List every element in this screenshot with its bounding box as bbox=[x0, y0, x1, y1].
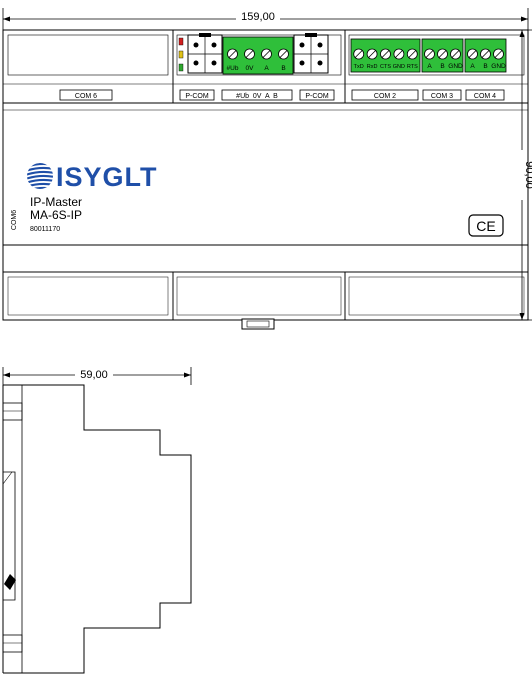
com4-terminal-label: A bbox=[470, 63, 475, 70]
com6-label: COM 6 bbox=[75, 93, 97, 100]
label-strip: COM 6 P-COM #Ub 0V A B P-COM COM 2 COM 3… bbox=[59, 89, 505, 101]
com3-screw-slot bbox=[425, 50, 434, 58]
device-title: IP-Master bbox=[30, 195, 82, 209]
com4-terminal-label: B bbox=[483, 63, 487, 70]
isyglt-logo: ISYGLT bbox=[27, 162, 158, 192]
depth-dimension: 59,00 bbox=[2, 367, 192, 385]
bus-terminal-label: A bbox=[264, 65, 269, 72]
depth-label: 59,00 bbox=[80, 369, 108, 381]
front-panel: ISYGLT IP-Master MA-6S-IP 80011170 COM6 … bbox=[2, 102, 529, 246]
com3-label: COM 3 bbox=[431, 93, 453, 100]
com3-screw-slot bbox=[438, 50, 447, 58]
bus-terminal-label: B bbox=[281, 65, 285, 72]
com2-label: COM 2 bbox=[374, 93, 396, 100]
ce-mark: CE bbox=[468, 214, 504, 237]
status-leds bbox=[178, 37, 184, 72]
width-dimension: 159,00 bbox=[2, 8, 529, 30]
com4-screw-slot bbox=[481, 50, 490, 58]
din-rail-clip bbox=[241, 318, 275, 330]
com3-screw-slot bbox=[451, 50, 460, 58]
com2-screw-slot bbox=[408, 50, 417, 58]
pcom-connector-1 bbox=[187, 33, 223, 74]
logo-globe-icon bbox=[27, 163, 53, 189]
bus-terminal-label: #Ub bbox=[227, 65, 239, 72]
com3-terminal-block: A B GND bbox=[421, 38, 464, 73]
brand-name: ISYGLT bbox=[56, 162, 158, 192]
pcom-connector-2 bbox=[293, 33, 329, 74]
device-model: MA-6S-IP bbox=[30, 208, 82, 222]
com2-screw-slot bbox=[354, 50, 363, 58]
com2-terminal-label: TxD bbox=[354, 64, 364, 70]
pcom-label-1: P-COM bbox=[185, 93, 209, 100]
width-label: 159,00 bbox=[241, 11, 275, 23]
com3-terminal-label: B bbox=[440, 63, 444, 70]
bus-screw-slot bbox=[228, 50, 237, 58]
com3-terminal-label: GND bbox=[448, 63, 463, 70]
lower-compartments bbox=[2, 244, 529, 321]
com2-terminal-label: GND bbox=[393, 64, 405, 70]
led-green bbox=[178, 63, 184, 72]
led-yellow bbox=[178, 50, 184, 59]
bus-terminal-label: 0V bbox=[246, 65, 255, 72]
com3-terminal-label: A bbox=[427, 63, 432, 70]
height-dimension: 90,00 bbox=[514, 29, 532, 321]
com2-screw-slot bbox=[368, 50, 376, 58]
com4-terminal-block: A B GND bbox=[464, 38, 507, 73]
com2-terminal-label: RxD bbox=[367, 64, 378, 70]
com2-terminal-label: CTS bbox=[380, 64, 391, 70]
com4-screw-slot bbox=[468, 50, 477, 58]
bus-terminal-block: #Ub 0V A B bbox=[222, 36, 294, 75]
bus-screw-slot bbox=[279, 50, 288, 58]
ce-text: CE bbox=[476, 218, 495, 234]
bus-terminal-label: #Ub 0V A B bbox=[236, 93, 278, 100]
led-red bbox=[178, 37, 184, 46]
com2-screw-slot bbox=[381, 50, 390, 58]
side-view-profile bbox=[2, 384, 192, 674]
com4-screw-slot bbox=[494, 50, 503, 58]
com4-terminal-label: GND bbox=[491, 63, 506, 70]
com4-label: COM 4 bbox=[474, 93, 496, 100]
bus-screw-slot bbox=[262, 50, 271, 58]
article-number: 80011170 bbox=[30, 226, 60, 233]
com2-terminal-label: RTS bbox=[407, 64, 418, 70]
bus-screw-slot bbox=[245, 50, 254, 58]
com6-vertical-label: COM6 bbox=[11, 210, 18, 230]
com2-screw-slot bbox=[395, 50, 403, 58]
pcom-label-2: P-COM bbox=[305, 93, 329, 100]
